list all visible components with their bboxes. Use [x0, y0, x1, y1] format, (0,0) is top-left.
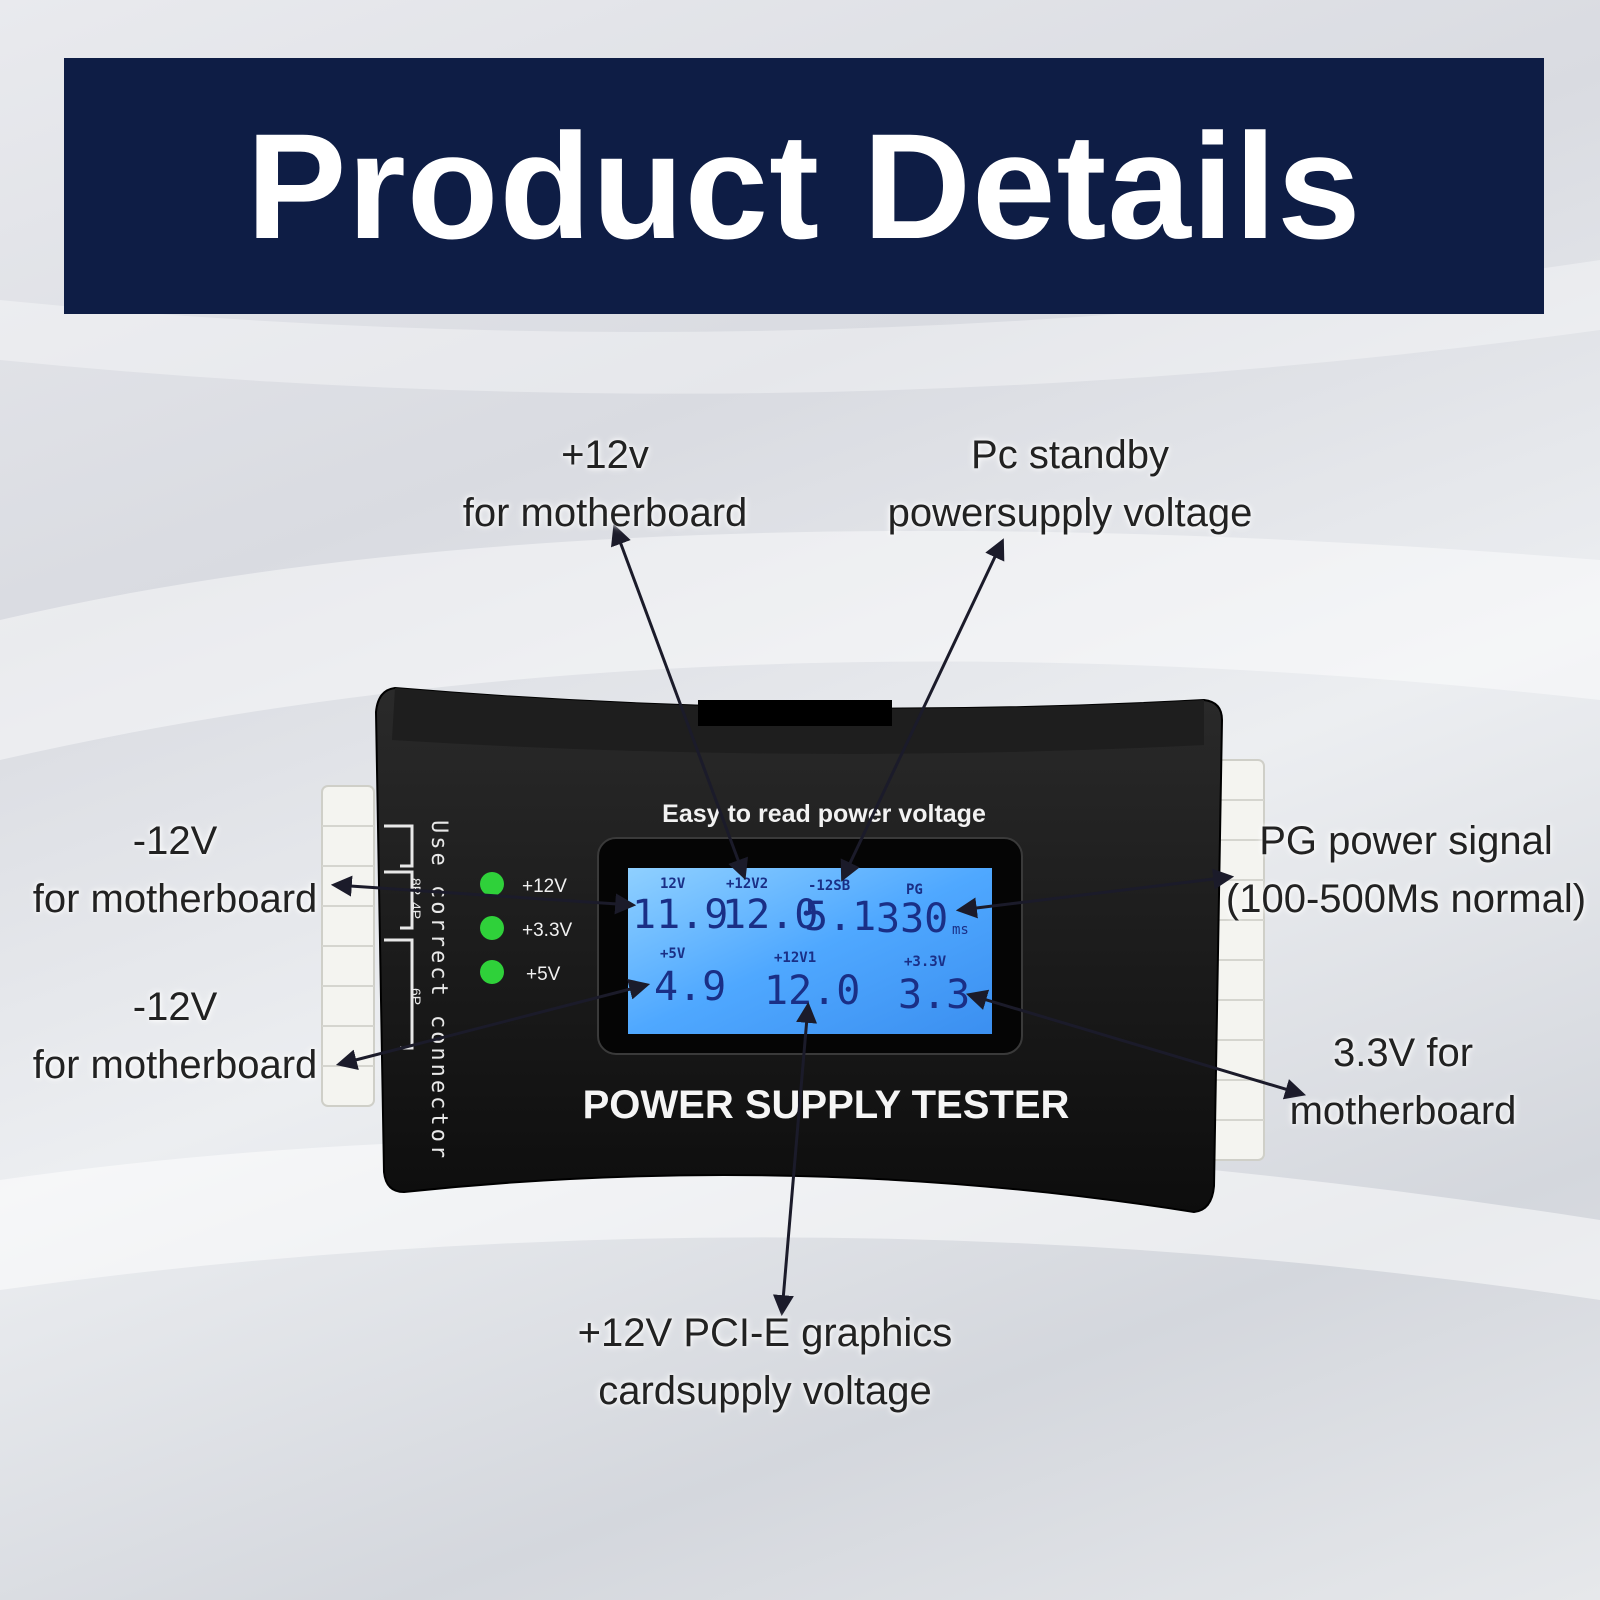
lcd-value-12v: 11.9: [632, 892, 728, 938]
lcd-label-5v: +5V: [660, 946, 686, 962]
led-label-5v: +5V: [526, 964, 561, 985]
lcd-unit-ms: ms: [952, 922, 969, 938]
lcd-value-3v3: 3.3: [898, 972, 970, 1018]
page-title: Product Details: [246, 101, 1362, 270]
lcd-label-12sb: -12SB: [808, 878, 850, 894]
led-group: +12V +3.3V +5V: [480, 872, 573, 985]
callout-pg-signal: PG power signal (100-500Ms normal): [1216, 812, 1596, 928]
callout-pc-standby: Pc standby powersupply voltage: [870, 426, 1270, 542]
callout-pg-signal-line1: PG power signal: [1259, 819, 1553, 863]
callout-plus12v-mb: +12v for motherboard: [440, 426, 770, 542]
led-12v: [480, 872, 504, 896]
led-label-3v3: +3.3V: [522, 920, 573, 941]
lcd-label-12v2: +12V2: [726, 876, 768, 892]
callout-v33-mb-line2: motherboard: [1289, 1089, 1517, 1133]
pin-label-4p: 4P: [408, 902, 424, 919]
callout-minus12v-a-line2: for motherboard: [32, 877, 318, 921]
callout-plus12v-mb-line2: for motherboard: [462, 491, 748, 535]
lcd-label-pg: PG: [906, 882, 923, 898]
header-banner: Product Details: [64, 58, 1544, 314]
callout-minus12v-b: -12V for motherboard: [16, 978, 334, 1094]
callout-plus12v-mb-line1: +12v: [561, 433, 649, 477]
callout-pcie-line2: cardsupply voltage: [598, 1369, 932, 1413]
callout-pg-signal-line2: (100-500Ms normal): [1225, 877, 1587, 921]
lcd-value-12v1: 12.0: [764, 968, 860, 1014]
callout-minus12v-a: -12V for motherboard: [16, 812, 334, 928]
callout-minus12v-a-line1: -12V: [132, 819, 218, 863]
callout-minus12v-b-line1: -12V: [132, 985, 218, 1029]
callout-pc-standby-line2: powersupply voltage: [887, 491, 1253, 535]
callout-pcie-line1: +12V PCI-E graphics: [577, 1311, 953, 1355]
callout-pcie: +12V PCI-E graphics cardsupply voltage: [560, 1304, 970, 1420]
device-side-text: Use correct connector: [426, 820, 451, 1161]
device-tagline: Easy to read power voltage: [662, 800, 986, 828]
callout-v33-mb-line1: 3.3V for: [1332, 1031, 1474, 1075]
led-5v: [480, 960, 504, 984]
lcd-label-12v1: +12V1: [774, 950, 816, 966]
pin-label-6p: 6P: [408, 988, 424, 1005]
pin-label-8p: 8P: [408, 878, 424, 895]
lcd-label-3v3: +3.3V: [904, 954, 947, 970]
callout-minus12v-b-line2: for motherboard: [32, 1043, 318, 1087]
lcd-value-12v2: 12.0: [722, 892, 818, 938]
lcd-value-5v: 4.9: [654, 964, 726, 1010]
lcd-value-pg: 330: [876, 896, 948, 942]
led-label-12v: +12V: [522, 876, 567, 897]
led-3v3: [480, 916, 504, 940]
device-name: POWER SUPPLY TESTER: [583, 1083, 1070, 1127]
lcd-value-12sb: 5.1: [804, 894, 876, 940]
callout-v33-mb: 3.3V for motherboard: [1268, 1024, 1538, 1140]
callout-pc-standby-line1: Pc standby: [971, 433, 1169, 477]
lcd-label-12v: 12V: [660, 876, 686, 892]
